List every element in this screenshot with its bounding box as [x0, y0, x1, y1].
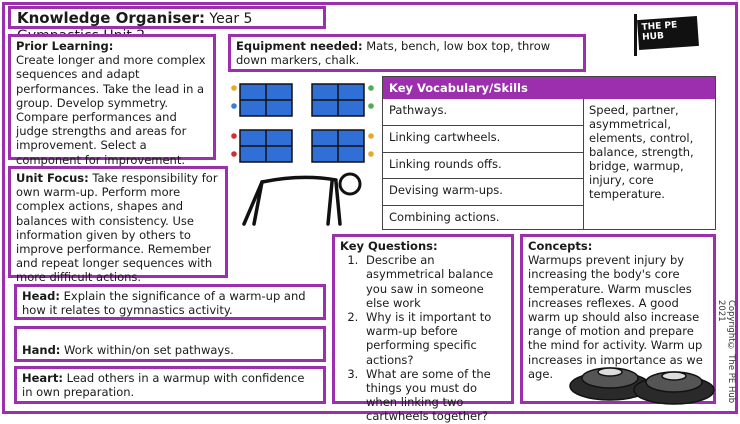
heart-box: Heart: Lead others in a warmup with conf…: [14, 366, 326, 404]
marker-icon: [231, 133, 237, 139]
unit-focus-box: Unit Focus: Take responsibility for own …: [8, 166, 228, 284]
logo-flag: THE PE HUB: [637, 15, 699, 51]
marker-icon: [368, 85, 374, 91]
marker-icon: [231, 151, 237, 157]
mat-icon: [239, 129, 293, 163]
marker-icon: [231, 103, 237, 109]
head-heading: Head:: [22, 289, 61, 303]
marker-icon: [368, 151, 374, 157]
list-item: Why is it important to warm-up before pe…: [362, 310, 506, 367]
mat-icon: [239, 83, 293, 117]
marker-icon: [231, 85, 237, 91]
heart-text: Lead others in a warmup with confidence …: [22, 371, 305, 400]
copyright-text: Copyright© The PE Hub 2021: [716, 300, 736, 404]
vocabulary-table: Key Vocabulary/Skills Pathways. Linking …: [382, 76, 716, 230]
vocabulary-item: Pathways.: [389, 103, 448, 117]
throw-down-markers-illustration: [569, 367, 715, 405]
mat-icon: [311, 129, 365, 163]
equipment-text: Mats, bench, low box top, throw down mar…: [236, 39, 551, 68]
key-questions-box: Key Questions: Describe an asymmetrical …: [332, 234, 514, 423]
hand-heading: Hand:: [22, 343, 61, 357]
concepts-heading: Concepts:: [528, 239, 593, 253]
key-questions-heading: Key Questions:: [340, 239, 438, 253]
head-text: Explain the significance of a warm-up an…: [22, 289, 306, 318]
prior-learning-heading: Prior Learning:: [16, 39, 114, 53]
marker-icon: [368, 133, 374, 139]
list-item: What are some of the things you must do …: [362, 367, 506, 424]
vocabulary-item: Combining actions.: [383, 204, 583, 229]
hand-box: Hand: Work within/on set pathways.: [14, 326, 326, 362]
list-item: Describe an asymmetrical balance you saw…: [362, 253, 506, 310]
logo-flag-pole: [634, 14, 637, 56]
prior-learning-text: Create longer and more complex sequences…: [16, 53, 206, 167]
vocabulary-item: Linking rounds offs.: [383, 151, 583, 178]
unit-focus-text: Take responsibility for own warm-up. Per…: [16, 171, 218, 285]
marker-icon: [368, 103, 374, 109]
equipment-mats-illustration: [231, 83, 374, 163]
cone-icon: [569, 367, 651, 401]
pe-hub-logo: THE PE HUB: [628, 14, 712, 56]
mat-icon: [311, 83, 365, 117]
stick-figure-balance-icon: [242, 172, 362, 226]
cone-icon: [633, 371, 715, 405]
key-questions-list: Describe an asymmetrical balance you saw…: [340, 253, 506, 423]
vocabulary-keywords: Speed, partner, asymmetrical, elements, …: [583, 99, 715, 229]
page-frame: [2, 2, 738, 414]
heart-heading: Heart:: [22, 371, 63, 385]
equipment-heading: Equipment needed:: [236, 39, 363, 53]
unit-focus-heading: Unit Focus:: [16, 171, 89, 185]
prior-learning-box: Prior Learning: Create longer and more c…: [8, 34, 216, 167]
concepts-text: Warmups prevent injury by increasing the…: [528, 253, 703, 381]
equipment-box: Equipment needed: Mats, bench, low box t…: [228, 34, 586, 72]
head-box: Head: Explain the significance of a warm…: [14, 284, 326, 320]
vocabulary-item: Devising warm-ups.: [383, 178, 583, 204]
vocabulary-item: Linking cartwheels.: [383, 125, 583, 151]
hand-text: Work within/on set pathways.: [60, 343, 234, 357]
page-title: Knowledge Organiser: Year 5 Gymnastics U…: [8, 6, 326, 44]
title-bold: Knowledge Organiser:: [17, 9, 205, 27]
vocabulary-heading: Key Vocabulary/Skills: [383, 77, 715, 99]
